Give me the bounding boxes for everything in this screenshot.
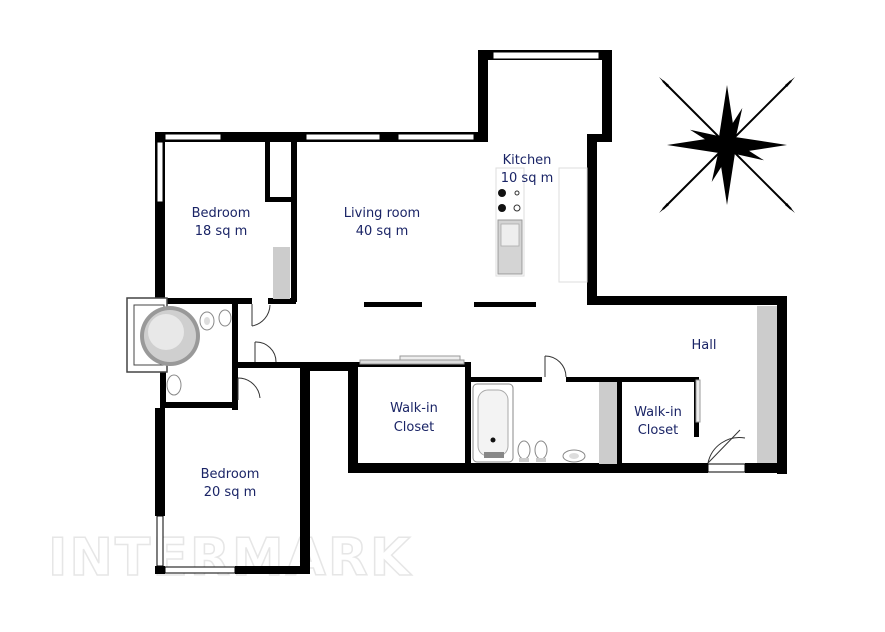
wall bbox=[587, 134, 612, 142]
wardrobe bbox=[273, 247, 290, 299]
wall bbox=[566, 377, 696, 382]
wall bbox=[602, 50, 612, 142]
wall bbox=[265, 140, 270, 202]
door bbox=[251, 304, 271, 327]
kitchen-counter bbox=[558, 167, 588, 283]
wall bbox=[617, 380, 622, 468]
toilet-icon bbox=[166, 374, 182, 396]
room-labels: Bedroom 18 sq m Living room 40 sq m Kitc… bbox=[192, 153, 717, 500]
wall bbox=[232, 300, 238, 410]
wall bbox=[291, 140, 297, 302]
bedroom-bottom-area: 20 sq m bbox=[204, 485, 257, 500]
kitchen-name: Kitchen bbox=[503, 153, 552, 168]
closet-right-line1: Walk-in bbox=[634, 405, 682, 420]
wall bbox=[587, 142, 597, 300]
window bbox=[164, 133, 222, 141]
toilet-icon bbox=[517, 440, 531, 462]
wall bbox=[155, 132, 165, 300]
sliding-door bbox=[359, 355, 465, 365]
stove-icon bbox=[498, 189, 521, 212]
shower-tray-icon bbox=[140, 306, 200, 366]
toilet-icon bbox=[218, 309, 232, 327]
wall bbox=[238, 362, 308, 368]
window bbox=[156, 141, 164, 203]
wall bbox=[300, 362, 358, 371]
door bbox=[707, 429, 746, 464]
wall bbox=[300, 362, 310, 574]
door bbox=[254, 341, 277, 363]
door bbox=[237, 377, 261, 400]
sliding-door bbox=[695, 379, 701, 423]
wall bbox=[470, 377, 542, 382]
wall bbox=[587, 296, 787, 305]
walls bbox=[155, 50, 787, 574]
closet-center-line2: Closet bbox=[394, 420, 435, 435]
compass-rose-icon bbox=[659, 77, 795, 213]
window bbox=[492, 51, 600, 60]
closet-right-line2: Closet bbox=[638, 423, 679, 438]
wall bbox=[745, 463, 787, 473]
living-room-name: Living room bbox=[344, 206, 420, 221]
wall bbox=[235, 566, 310, 574]
wall bbox=[160, 402, 238, 408]
sink-icon bbox=[562, 449, 586, 463]
bidet-icon bbox=[534, 440, 548, 462]
kitchen-area: 10 sq m bbox=[501, 171, 554, 186]
wall bbox=[478, 50, 488, 135]
hall-wardrobe bbox=[757, 306, 777, 463]
bath-cabinet bbox=[599, 382, 617, 464]
wall bbox=[777, 296, 787, 474]
closet-center-line1: Walk-in bbox=[390, 401, 438, 416]
door bbox=[544, 355, 567, 378]
sink-icon bbox=[199, 311, 215, 331]
wall bbox=[155, 408, 165, 516]
wall bbox=[348, 362, 358, 472]
watermark-brand: INTERMARK bbox=[48, 528, 412, 588]
doors bbox=[237, 304, 746, 464]
living-room-area: 40 sq m bbox=[356, 224, 409, 239]
wall bbox=[265, 197, 295, 202]
partition bbox=[474, 302, 536, 307]
window bbox=[164, 566, 236, 574]
hall-name: Hall bbox=[692, 338, 717, 353]
partition bbox=[364, 302, 422, 307]
wall bbox=[268, 298, 296, 304]
sink-icon bbox=[497, 219, 523, 275]
window bbox=[397, 133, 475, 141]
bathtub-icon bbox=[472, 383, 514, 463]
windows bbox=[156, 51, 746, 574]
window bbox=[305, 133, 381, 141]
wall bbox=[160, 298, 252, 304]
bedroom-top-name: Bedroom bbox=[192, 206, 251, 221]
window bbox=[707, 463, 746, 473]
wall bbox=[465, 362, 471, 468]
wall bbox=[160, 362, 166, 408]
window bbox=[156, 515, 164, 567]
wall bbox=[348, 463, 708, 473]
bedroom-bottom-name: Bedroom bbox=[201, 467, 260, 482]
wall bbox=[155, 566, 165, 574]
bedroom-top-area: 18 sq m bbox=[195, 224, 248, 239]
